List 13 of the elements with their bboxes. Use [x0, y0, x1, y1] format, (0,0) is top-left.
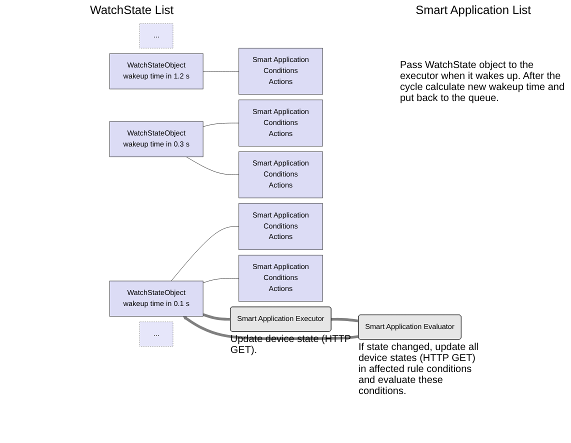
connector: [202, 278, 240, 284]
arrow: [183, 316, 359, 340]
connector: [202, 122, 240, 127]
note-text: Pass WatchState object to the executor when it wakes up. After the cycle calculate new wakeup time and put back to the queue.: [400, 60, 565, 104]
connector: [331, 318, 359, 322]
list-heading: Smart Application List: [416, 3, 531, 17]
connector: [202, 71, 240, 72]
connector: [186, 156, 240, 176]
list-heading: WatchState List: [90, 3, 174, 17]
note-text: If state changed, update all device states (HTTP GET) in affected rule conditions and evaluate these conditions.: [358, 342, 480, 398]
connector: [202, 313, 231, 321]
connector: [171, 226, 240, 282]
note-text: Update device state (HTTP GET).: [230, 334, 352, 356]
